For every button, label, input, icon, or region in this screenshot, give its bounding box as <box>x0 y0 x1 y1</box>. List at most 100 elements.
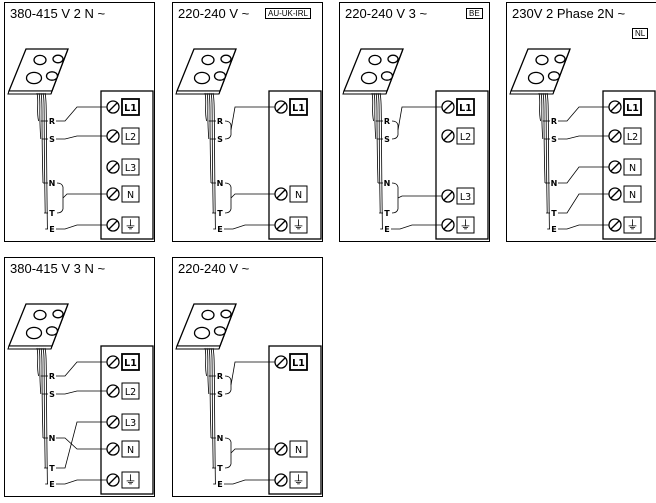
terminal: N <box>274 440 308 458</box>
voltage-title: 220-240 V 3 ~ <box>345 6 428 21</box>
terminal: L1 <box>608 98 642 116</box>
wire-connection <box>558 135 609 140</box>
wire-label: T <box>49 209 55 218</box>
wire-label: T <box>217 209 223 218</box>
wire-label: T <box>384 209 390 218</box>
terminal: L3 <box>106 413 140 431</box>
wire-connection <box>224 437 275 469</box>
wire-label: E <box>384 225 389 234</box>
terminal-label: L3 <box>125 418 136 429</box>
terminal: L1 <box>441 98 475 116</box>
wire-label: E <box>49 225 54 234</box>
terminal-label: L2 <box>460 132 471 143</box>
wire-label: T <box>49 464 55 473</box>
terminal-label: N <box>127 445 134 456</box>
wire-connection <box>56 135 107 140</box>
terminal: L2 <box>441 127 475 145</box>
wire-connection <box>56 182 107 214</box>
voltage-title: 220-240 V ~ <box>178 6 250 21</box>
wire-label: N <box>217 434 224 443</box>
wire-label: N <box>551 179 558 188</box>
terminal-label: L1 <box>626 103 639 114</box>
wire-connection <box>56 479 107 485</box>
terminal: N <box>274 185 308 203</box>
terminal-label: L1 <box>459 103 472 114</box>
wire-label: T <box>217 464 223 473</box>
wire-label: E <box>217 480 222 489</box>
wire-label: S <box>384 135 390 144</box>
wire-label: T <box>551 209 557 218</box>
wire-label: S <box>551 135 557 144</box>
terminal: ⏚ <box>274 216 308 234</box>
wire-label: R <box>49 372 55 381</box>
terminal-label: L2 <box>125 387 136 398</box>
terminal: ⏚ <box>441 216 475 234</box>
wire-label: N <box>217 179 224 188</box>
wire-connection <box>56 224 107 230</box>
wire-label: E <box>217 225 222 234</box>
cable-bundle <box>36 347 48 485</box>
terminal-label: N <box>127 190 134 201</box>
wire-label: S <box>49 390 55 399</box>
wire-connection <box>56 361 107 377</box>
country-badge: BE <box>466 8 483 19</box>
wire-connection <box>224 361 275 395</box>
terminal-label: L2 <box>125 132 136 143</box>
voltage-title: 380-415 V 2 N ~ <box>10 6 106 21</box>
wire-connection <box>391 224 442 230</box>
terminal: L1 <box>106 98 140 116</box>
voltage-title: 230V 2 Phase 2N ~ <box>512 6 626 21</box>
cooktop-icon <box>509 48 571 95</box>
wire-connection <box>558 106 609 122</box>
terminal-label: L1 <box>124 103 137 114</box>
terminal: L2 <box>106 382 140 400</box>
wire-connection <box>558 193 609 214</box>
terminal: L1 <box>274 353 308 371</box>
wire-connection <box>56 437 107 450</box>
terminal-label: ⏚ <box>292 218 304 232</box>
terminal: L2 <box>608 127 642 145</box>
cooktop-icon <box>342 48 404 95</box>
terminal-label: L1 <box>292 103 305 114</box>
cooktop-icon <box>7 48 69 95</box>
terminal-label: N <box>295 190 302 201</box>
wire-label: S <box>217 135 223 144</box>
terminal: N <box>608 185 642 203</box>
cooktop-icon <box>175 48 237 95</box>
wire-connection <box>391 106 442 140</box>
terminal-label: L2 <box>627 132 638 143</box>
cable-bundle <box>538 92 550 230</box>
terminal: L1 <box>106 353 140 371</box>
wire-connection <box>224 224 275 230</box>
wire-connection <box>224 106 275 140</box>
wire-connection <box>224 182 275 214</box>
wire-connection <box>56 390 107 395</box>
wire-label: R <box>49 117 55 126</box>
terminal: ⏚ <box>106 471 140 489</box>
cable-bundle <box>204 92 216 230</box>
cable-bundle <box>204 347 216 485</box>
terminal-label: N <box>629 190 636 201</box>
wire-connection <box>558 224 609 230</box>
terminal-label: ⏚ <box>459 218 471 232</box>
wire-connection <box>56 421 107 469</box>
terminal-label: N <box>295 445 302 456</box>
terminal: L3 <box>441 187 475 205</box>
country-badge: NL <box>632 28 649 39</box>
wire-label: N <box>49 179 56 188</box>
wire-label: S <box>217 390 223 399</box>
wire-label: S <box>49 135 55 144</box>
terminal-label: ⏚ <box>124 473 136 487</box>
